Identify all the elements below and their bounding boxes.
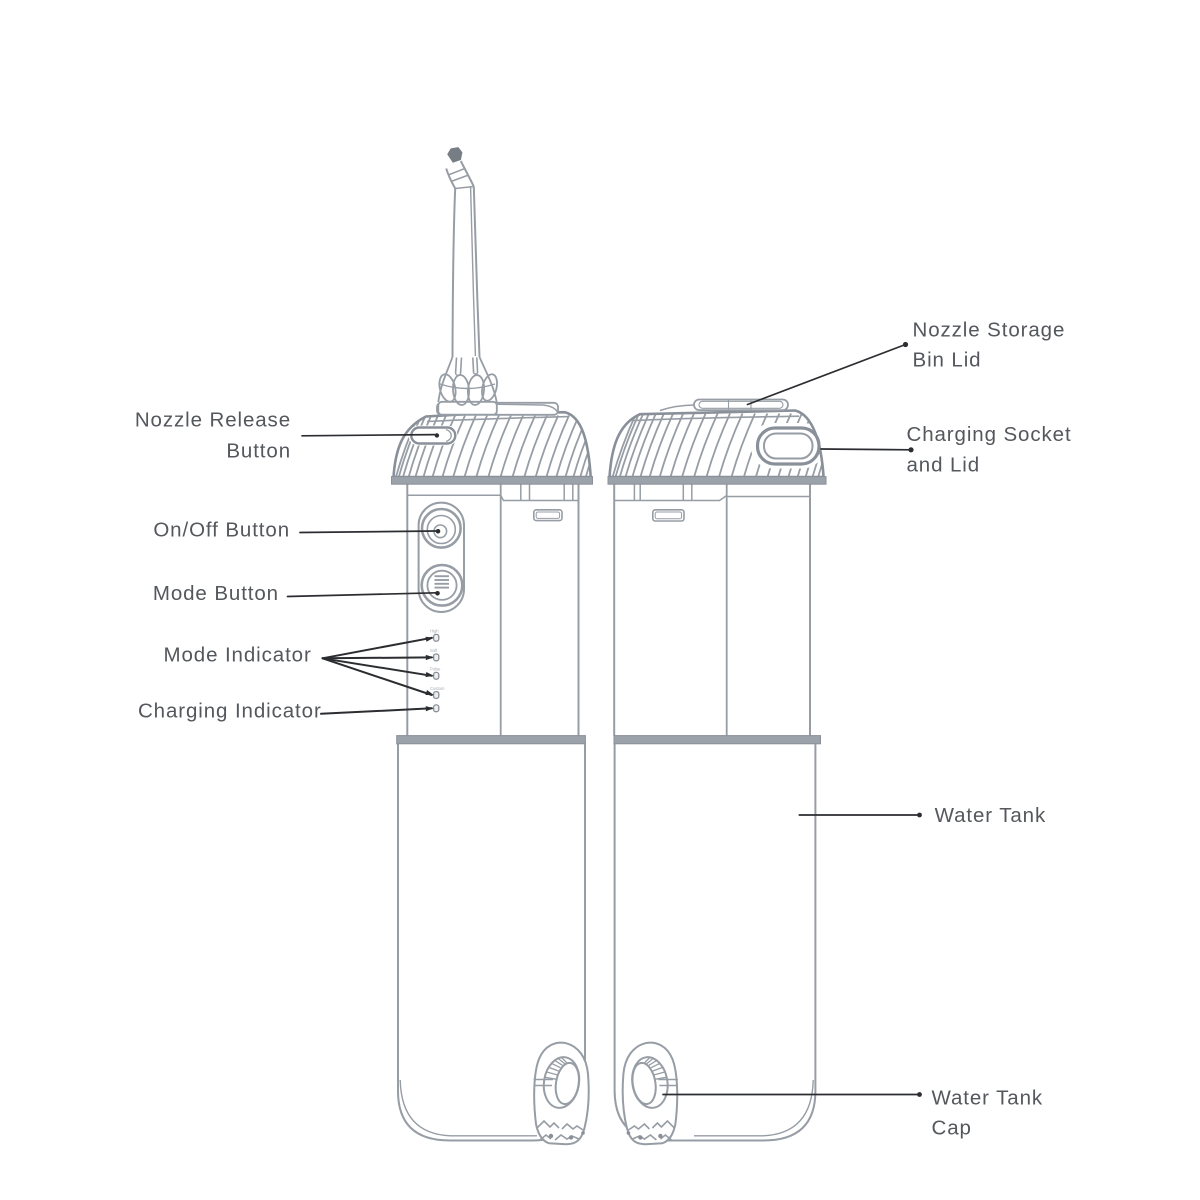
svg-text:Custom: Custom [430, 686, 445, 691]
svg-text:Mode Indicator: Mode Indicator [163, 644, 311, 667]
svg-text:Bin Lid: Bin Lid [913, 349, 982, 372]
svg-text:Cap: Cap [932, 1117, 972, 1140]
svg-text:Mode Button: Mode Button [153, 582, 279, 605]
svg-text:Charging Socket: Charging Socket [907, 423, 1072, 446]
svg-text:Button: Button [226, 439, 291, 462]
svg-text:Nozzle Release: Nozzle Release [135, 409, 291, 432]
svg-text:Charging Indicator: Charging Indicator [138, 700, 322, 723]
svg-text:Soft: Soft [430, 648, 438, 653]
svg-text:Nozzle Storage: Nozzle Storage [913, 318, 1066, 341]
svg-text:Water Tank: Water Tank [932, 1087, 1044, 1110]
svg-text:On/Off Button: On/Off Button [153, 519, 290, 542]
svg-text:and Lid: and Lid [907, 453, 981, 476]
svg-text:Water Tank: Water Tank [935, 804, 1047, 827]
svg-text:High: High [430, 629, 439, 634]
svg-text:Pulse: Pulse [430, 667, 441, 672]
